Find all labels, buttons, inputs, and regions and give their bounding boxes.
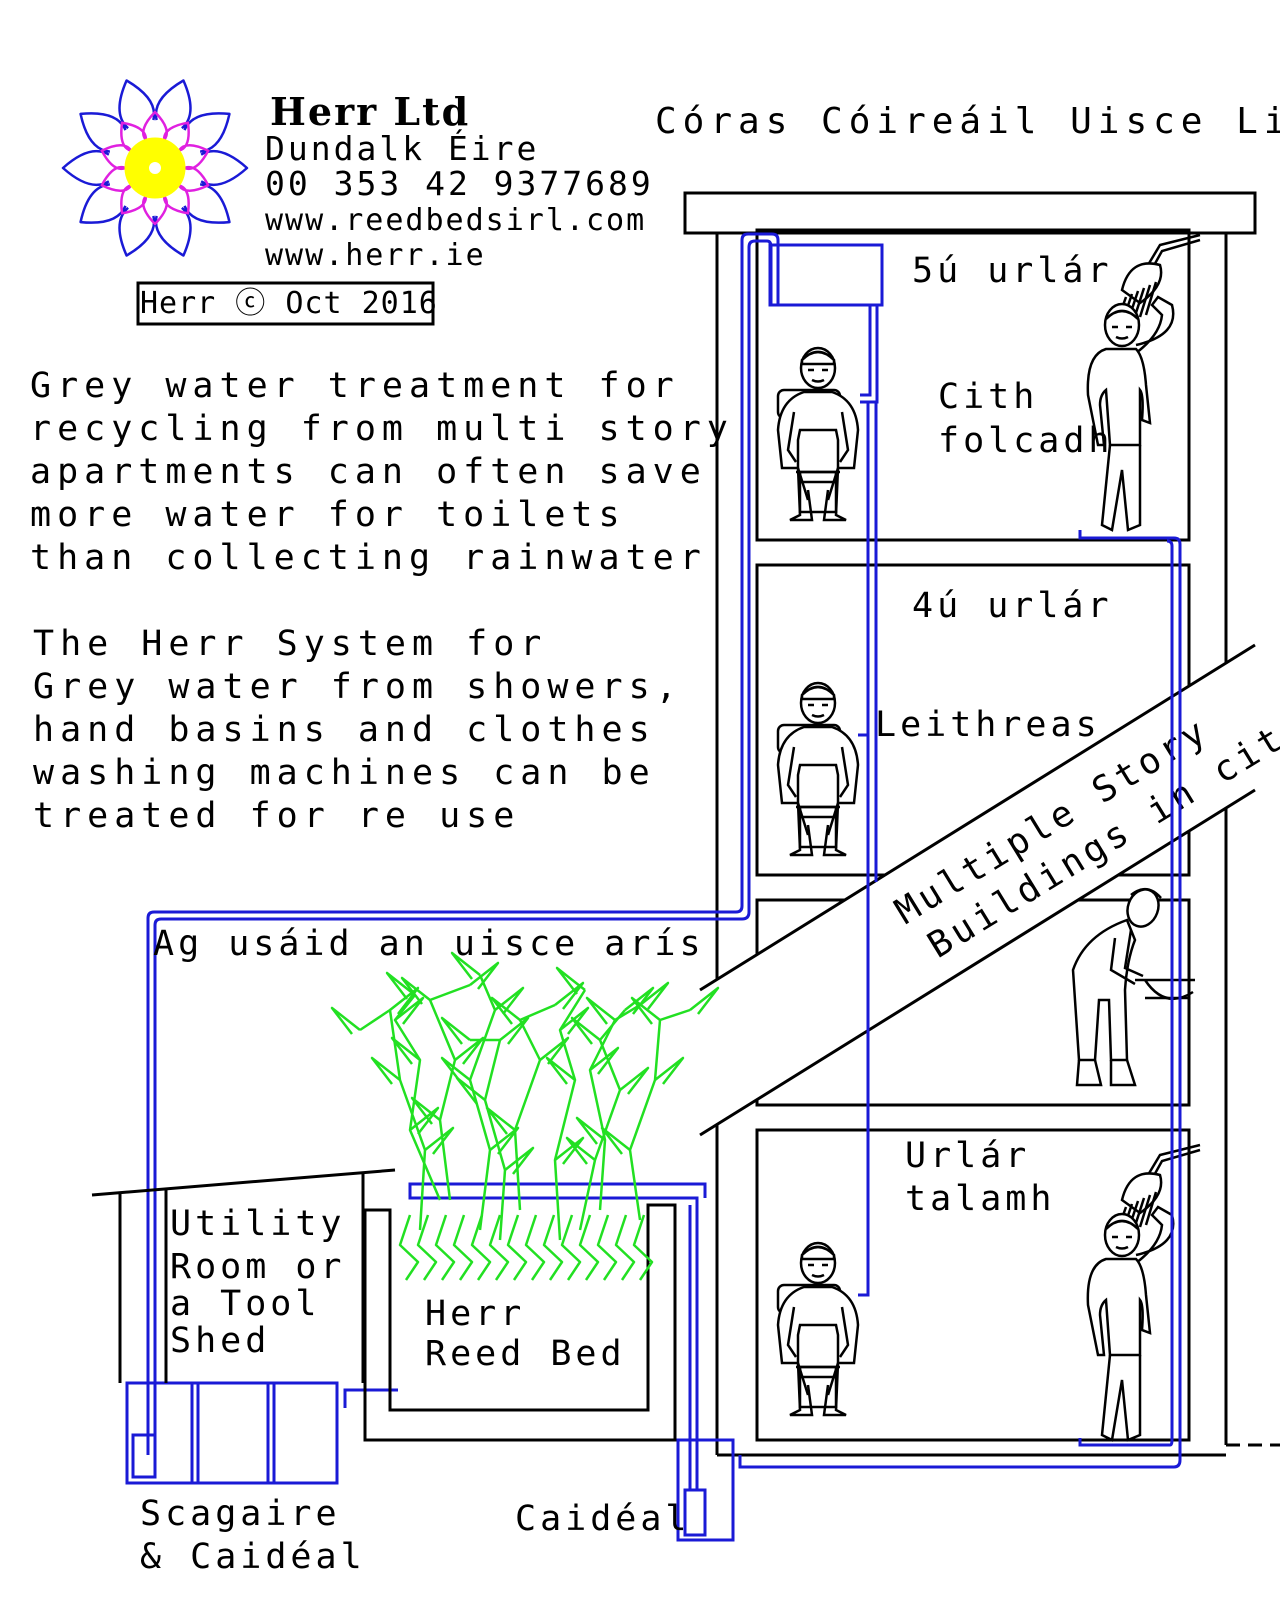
svg-text:Grey water from showers,: Grey water from showers, — [33, 667, 683, 707]
diagram-title: Córas Cóireáil Uisce Liath — [655, 101, 1280, 142]
reed-bed: Herr Reed Bed — [363, 1203, 677, 1442]
reed-leaf — [559, 1006, 590, 1035]
description-paragraph-1: Grey water treatment for recycling from … — [30, 366, 734, 578]
reed-leaf — [504, 1146, 535, 1175]
description-paragraph-2: The Herr System for Grey water from show… — [33, 624, 683, 836]
company-phone: 00 353 42 9377689 — [265, 164, 654, 203]
svg-text:more water for toilets: more water for toilets — [30, 495, 626, 535]
utility-label-line-3: a Tool — [170, 1284, 320, 1324]
copyright-box — [136, 281, 435, 326]
reed-plants — [330, 951, 720, 1281]
reed-leaf — [575, 1116, 606, 1145]
toilet-label: Leithreas — [875, 705, 1101, 745]
reed-leaf — [689, 986, 720, 1015]
svg-text:recycling from multi story: recycling from multi story — [30, 409, 734, 449]
reed-leaf — [389, 986, 420, 1015]
floor-4-label: 4ú urlár — [912, 586, 1113, 626]
reed-roots — [398, 1214, 654, 1281]
reed-leaf — [424, 1126, 455, 1155]
svg-text:treated for re use: treated for re use — [33, 796, 520, 836]
reed-stem — [468, 974, 497, 1231]
person-showering-floor-5 — [1086, 233, 1201, 532]
reed-stem — [513, 1003, 556, 1211]
reed-leaf — [639, 981, 670, 1010]
company-website-2: www.herr.ie — [265, 238, 486, 273]
reed-leaf — [624, 986, 655, 1015]
header-tank — [768, 243, 884, 307]
reed-leaf — [489, 1126, 520, 1155]
reed-leaf — [589, 1046, 620, 1075]
svg-text:apartments can often save: apartments can often save — [30, 452, 707, 492]
company-header: Herr Ltd Dundalk Éire 00 353 42 9377689 … — [136, 89, 1280, 326]
reed-leaf — [539, 1036, 570, 1065]
reed-leaf — [499, 1016, 530, 1045]
reed-leaf — [545, 1056, 576, 1085]
shower-label-line-2: folcadh — [938, 421, 1114, 461]
reed-leaf — [570, 1016, 601, 1045]
reed-leaf — [490, 996, 521, 1025]
reed-leaf — [370, 1056, 401, 1085]
utility-label-line-2: Room or — [170, 1247, 346, 1287]
svg-text:washing machines can be: washing machines can be — [33, 753, 656, 793]
reed-leaf — [440, 1056, 471, 1085]
reed-leaf — [565, 1136, 596, 1165]
person-on-toilet-floor-5 — [776, 346, 860, 522]
copyright-text: Herr ⓒ Oct 2016 — [140, 286, 438, 321]
person-showering-ground-floor — [1086, 1143, 1201, 1442]
ground-floor-label-line-1: Urlár — [905, 1136, 1030, 1176]
reed-bed-label-line-2: Reed Bed — [425, 1334, 626, 1374]
reed-leaf — [454, 1036, 485, 1065]
reed-leaf — [409, 1106, 440, 1135]
person-at-washbasin — [1071, 888, 1195, 1087]
svg-text:Grey water treatment for: Grey water treatment for — [30, 366, 680, 406]
reed-leaf — [630, 996, 661, 1025]
svg-text:than collecting rainwater: than collecting rainwater — [30, 538, 707, 578]
pump-sump — [676, 1438, 735, 1542]
filter-tanks — [125, 1381, 339, 1485]
reed-leaf — [554, 1136, 585, 1165]
utility-label-line-1: Utility — [170, 1204, 346, 1244]
people-figures — [776, 233, 1201, 1442]
reed-stem — [428, 983, 471, 1201]
grey-water-pipes — [125, 232, 1182, 1542]
filter-pump-label-line-2: & Caidéal — [140, 1537, 366, 1577]
reed-leaf — [330, 1006, 361, 1035]
reed-leaf — [555, 966, 586, 995]
reed-leaf — [455, 1076, 486, 1105]
utility-label-line-4: Shed — [170, 1321, 270, 1361]
reuse-label: Ag usáid an uisce arís — [153, 924, 705, 964]
reed-leaf — [440, 1016, 471, 1045]
reed-leaf — [600, 1126, 631, 1155]
ground-floor-room — [755, 1128, 1191, 1442]
floor-5-label: 5ú urlár — [912, 251, 1113, 291]
flower-logo — [61, 79, 249, 257]
reed-leaf — [654, 1056, 685, 1085]
person-on-toilet-ground-floor — [776, 1241, 860, 1417]
person-on-toilet-floor-4 — [776, 681, 860, 857]
reed-leaf — [450, 951, 481, 980]
floor-5-room — [755, 228, 1191, 542]
reed-stem — [393, 994, 442, 1201]
ground-floor-label-line-2: talamh — [905, 1179, 1055, 1219]
reed-leaf — [494, 986, 525, 1015]
pump-label: Caidéal — [515, 1499, 691, 1539]
svg-text:hand basins and clothes: hand basins and clothes — [33, 710, 656, 750]
svg-text:The Herr System for: The Herr System for — [33, 624, 547, 664]
company-website-1: www.reedbedsirl.com — [265, 203, 646, 238]
reed-leaf — [554, 981, 585, 1010]
reed-leaf — [394, 996, 425, 1025]
reed-leaf — [619, 1066, 650, 1095]
reed-leaf — [469, 961, 500, 990]
filter-pump-label-line-1: Scagaire — [140, 1494, 341, 1534]
company-name: Herr Ltd — [270, 89, 470, 134]
utility-shed: Utility Room or a Tool Shed — [91, 1168, 396, 1383]
company-location: Dundalk Éire — [265, 128, 539, 168]
reed-stem — [628, 1008, 691, 1221]
reed-bed-label-line-1: Herr — [425, 1294, 525, 1334]
reed-leaf — [585, 996, 616, 1025]
reed-leaf — [390, 1036, 421, 1065]
reed-leaf — [385, 971, 416, 1000]
shower-label-line-1: Cith — [938, 377, 1038, 417]
